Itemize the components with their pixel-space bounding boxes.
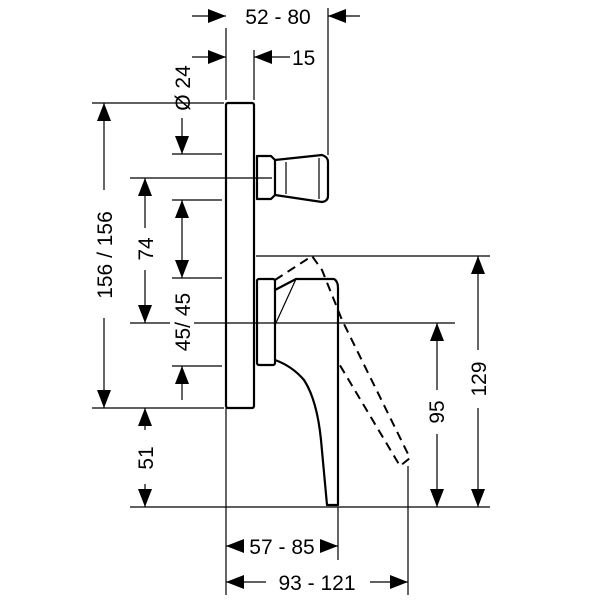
lever-handle xyxy=(274,277,340,507)
wall-plate xyxy=(224,101,256,410)
lever-open-position xyxy=(274,254,412,468)
dim-overall-depth: 93 - 121 xyxy=(278,572,355,595)
dim-inlet-spacing: 74 xyxy=(135,237,158,261)
dim-floor-clearance: 51 xyxy=(135,446,158,469)
dim-inlet-depth: 15 xyxy=(292,47,315,70)
dim-handle-height: 95 xyxy=(426,400,449,423)
diverter-cap xyxy=(274,153,330,204)
extension-lines xyxy=(92,8,490,595)
dim-lever-height-right: 129 xyxy=(468,361,491,396)
lever-hub xyxy=(255,277,277,367)
mixer-body xyxy=(224,101,412,507)
dim-total-height: 156 / 156 xyxy=(94,211,117,299)
dimension-labels: 52 - 80 15 Ø 24 156 / 156 74 45/ 45 51 9… xyxy=(92,2,491,596)
dimension-lines xyxy=(97,9,485,589)
dim-diverter-diameter: Ø 24 xyxy=(172,65,195,111)
dim-body-offset-top: 52 - 80 xyxy=(245,6,310,29)
dim-lever-depth-lower: 57 - 85 xyxy=(249,536,314,559)
dim-lower-spacing: 45/ 45 xyxy=(172,293,195,351)
